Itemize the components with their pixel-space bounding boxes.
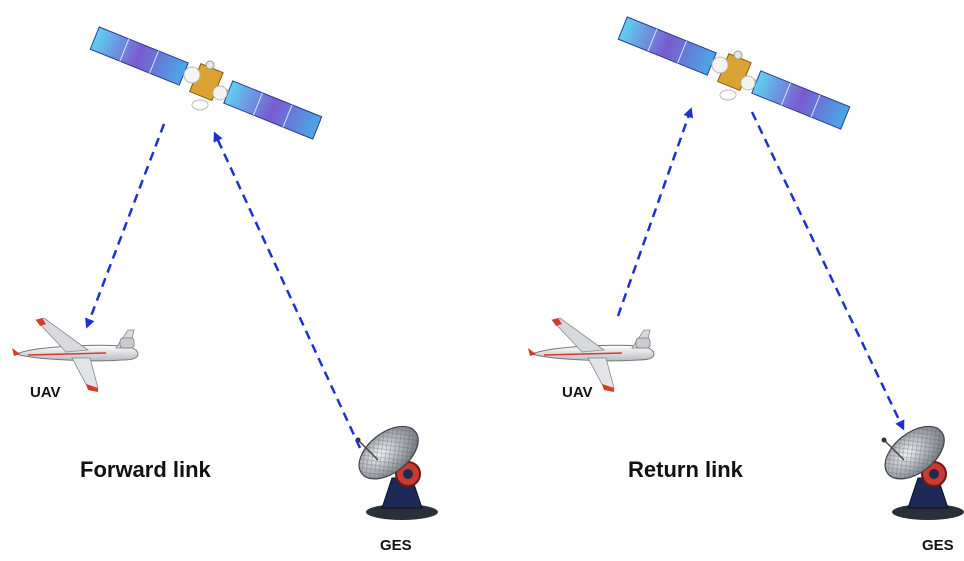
- satellite-icon: [617, 16, 851, 130]
- forward-link-panel: UAV Forward link GES: [11, 26, 439, 554]
- uplink-arrow: [616, 107, 694, 317]
- ges-label: GES: [922, 537, 954, 554]
- satellite-icon: [89, 26, 323, 140]
- uav-icon: [11, 317, 139, 393]
- return-link-panel: UAV Return link GES: [527, 16, 964, 554]
- uav-label: UAV: [562, 384, 593, 401]
- ground-station-dish-icon: [348, 414, 439, 521]
- downlink-arrow: [750, 111, 905, 431]
- uav-label: UAV: [30, 384, 61, 401]
- uplink-arrow: [213, 131, 362, 449]
- ground-station-dish-icon: [874, 414, 964, 521]
- panel-title: Return link: [628, 457, 744, 482]
- uav-icon: [527, 317, 655, 393]
- panel-title: Forward link: [80, 457, 212, 482]
- downlink-arrow: [85, 123, 166, 329]
- ges-label: GES: [380, 537, 412, 554]
